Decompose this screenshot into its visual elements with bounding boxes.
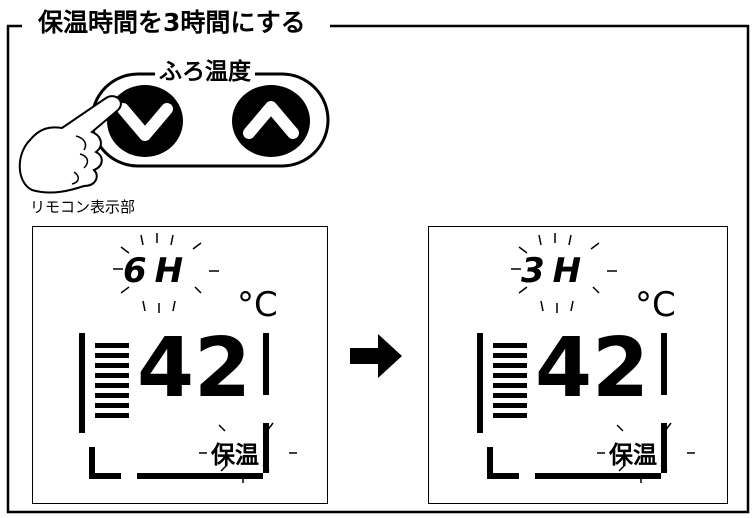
remote-display-label: リモコン表示部	[30, 198, 136, 216]
temperature-value: 42	[535, 321, 650, 416]
temp-up-button[interactable]	[230, 83, 312, 159]
section-title: 保温時間を3時間にする	[30, 6, 314, 40]
keep-warm-indicator: 保温	[211, 441, 259, 469]
timer-display: 3H	[521, 251, 590, 291]
chevron-up-icon	[232, 85, 310, 157]
lcd-frame-before	[79, 233, 297, 483]
temperature-unit: °C	[635, 285, 676, 325]
lcd-frame-after	[477, 233, 695, 483]
lcd-display-before: 6H °C 42 保温	[32, 226, 328, 504]
button-group-label: ふろ温度	[155, 58, 255, 86]
temperature-value: 42	[137, 321, 252, 416]
chevron-down-icon	[107, 85, 183, 157]
pressing-finger-icon	[18, 95, 122, 194]
timer-display: 6H	[123, 251, 192, 291]
temp-down-button[interactable]	[105, 83, 185, 159]
lcd-display-after: 3H °C 42 保温	[428, 226, 728, 504]
keep-warm-indicator: 保温	[609, 441, 657, 469]
temperature-unit: °C	[237, 285, 278, 325]
arrow-right-icon	[350, 334, 402, 378]
